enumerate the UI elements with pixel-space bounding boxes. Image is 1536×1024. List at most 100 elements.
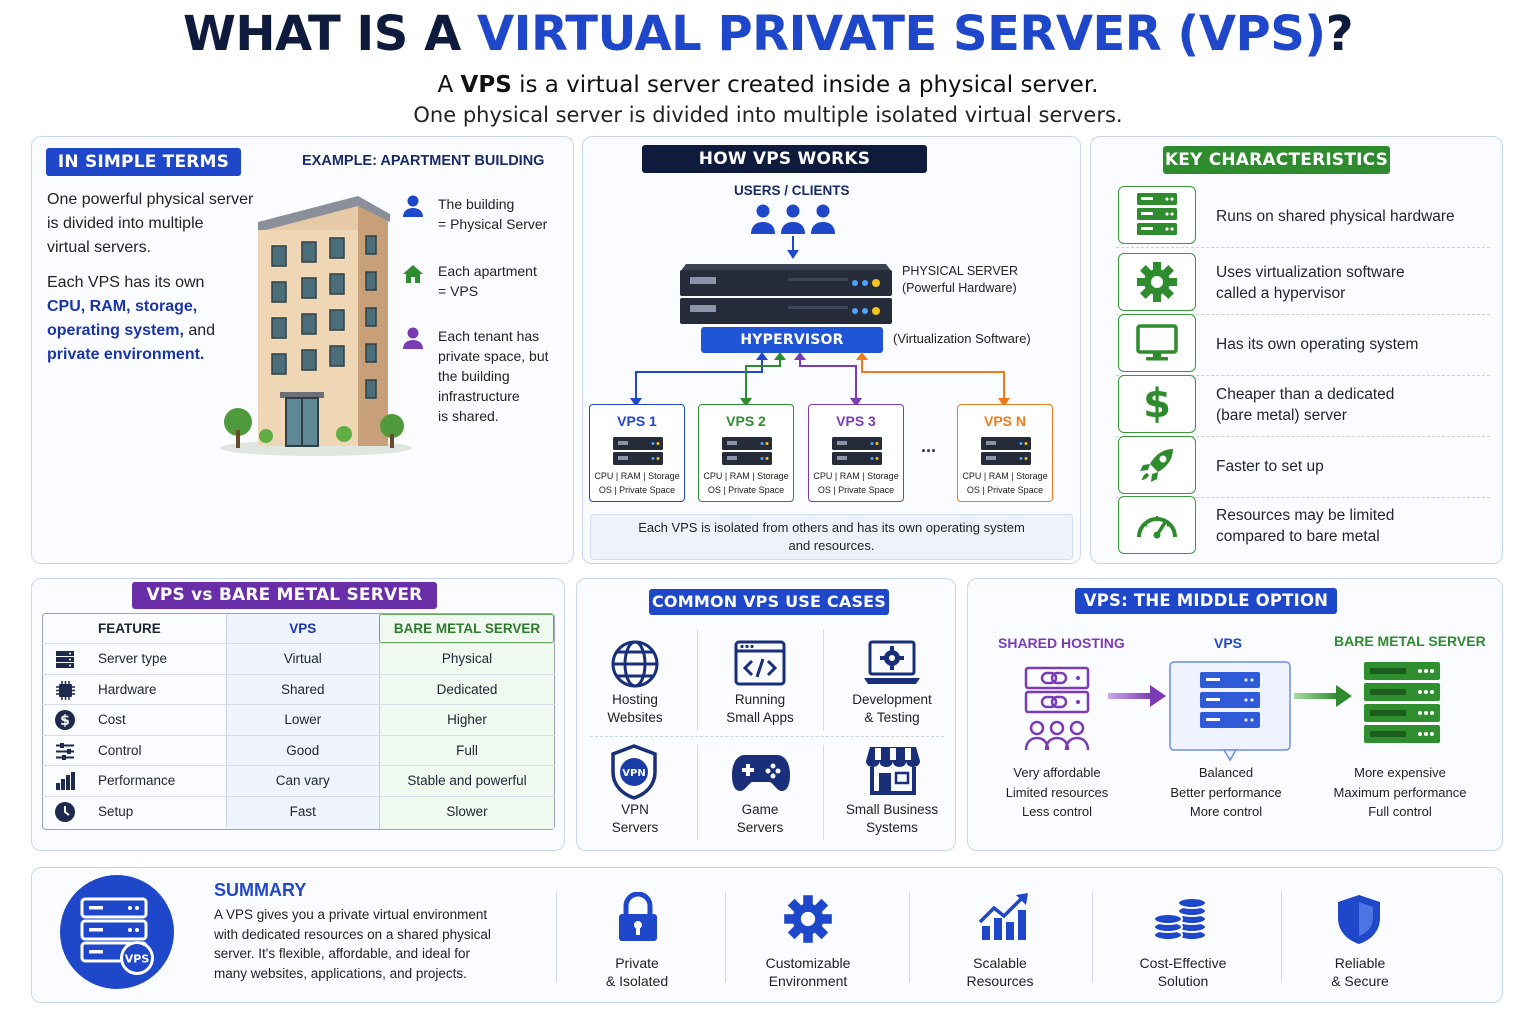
bare-metal-desc: More expensive Maximum performance Full …	[1333, 765, 1467, 819]
hypervisor-bar: HYPERVISOR	[701, 327, 883, 353]
example-label: EXAMPLE: APARTMENT BUILDING	[302, 153, 545, 169]
summary-customizable: Customizable Environment	[765, 955, 851, 989]
rocket-icon	[1118, 436, 1196, 494]
summary-divider	[556, 892, 557, 982]
mini-server-icon	[722, 437, 772, 465]
growth-chart-icon	[978, 893, 1028, 940]
bare-metal-title: BARE METAL SERVER	[1334, 633, 1486, 649]
key-item-label: Faster to set up	[1216, 457, 1324, 475]
shield-icon	[1338, 895, 1380, 944]
users-to-server-arrow	[787, 236, 799, 259]
bar-chart-icon	[56, 772, 75, 790]
uc-divider	[697, 630, 698, 730]
vps-box-3: VPS 3 CPU | RAM | Storage OS | Private S…	[808, 404, 904, 502]
header-vps: VPS	[225, 613, 379, 644]
summary-scalable: Scalable Resources	[966, 955, 1034, 989]
shared-hosting-title: SHARED HOSTING	[998, 635, 1125, 651]
shared-hosting-icon	[1024, 666, 1090, 751]
vps-spec: CPU | RAM | Storage OS | Private Space	[962, 471, 1048, 495]
vpn-shield-icon: VPN	[611, 744, 657, 800]
server-icon	[56, 651, 74, 668]
table-row: Server type Virtual Physical	[42, 643, 555, 675]
vps-spec: CPU | RAM | Storage OS | Private Space	[703, 471, 789, 495]
use-case-dev-testing: Development & Testing	[852, 692, 932, 725]
key-item-hypervisor: Uses virtualization software called a hy…	[1116, 253, 1490, 315]
storefront-icon	[866, 747, 920, 795]
key-item-limited: Resources may be limited compared to bar…	[1116, 496, 1490, 558]
feature-cell: $ Cost	[42, 704, 226, 736]
feature-label: Setup	[98, 804, 134, 819]
bare-metal-icon	[1364, 662, 1440, 743]
code-window-icon	[734, 640, 786, 686]
bare-cell: Dedicated	[379, 674, 555, 705]
feature-cell: Performance	[42, 765, 226, 797]
tenant-icon	[403, 327, 423, 349]
bare-cell: Slower	[446, 804, 488, 819]
vps-logo-text: VPS	[125, 953, 150, 966]
vps-desc: Balanced Better performance More control	[1170, 765, 1282, 819]
uc-divider	[697, 745, 698, 840]
key-item-label: Uses virtualization software called a hy…	[1216, 264, 1405, 302]
hypervisor-note: (Virtualization Software)	[893, 331, 1031, 346]
table-row: Hardware Shared Dedicated	[42, 674, 555, 705]
summary-text: A VPS gives you a private virtual enviro…	[214, 907, 491, 981]
feature-label: Server type	[98, 651, 168, 667]
gear-icon	[1118, 253, 1196, 311]
key-item-label: Has its own operating system	[1216, 335, 1419, 353]
uc-divider	[823, 630, 824, 730]
key-item-shared-hardware: Runs on shared physical hardware	[1116, 186, 1490, 248]
mini-server-icon	[613, 437, 663, 465]
coins-icon	[1153, 897, 1207, 941]
gauge-icon	[1118, 496, 1196, 554]
isolation-note: Each VPS is isolated from others and has…	[590, 514, 1073, 560]
use-case-game: Game Servers	[736, 802, 784, 835]
bullet-building: The building = Physical Server	[438, 196, 548, 232]
feature-label: Cost	[98, 712, 126, 728]
key-item-setup: Faster to set up	[1116, 436, 1490, 498]
uc-divider	[823, 745, 824, 840]
gamepad-icon	[732, 755, 790, 791]
feature-cell: Hardware	[42, 674, 226, 705]
vps-box-1: VPS 1 CPU | RAM | Storage OS | Private S…	[589, 404, 685, 502]
use-case-small-apps: Running Small Apps	[726, 692, 794, 725]
physical-server-label: PHYSICAL SERVER (Powerful Hardware)	[902, 264, 1019, 295]
arrow-purple-icon	[1108, 685, 1166, 707]
table-header-row: FEATURE VPS BARE METAL SERVER	[42, 613, 555, 644]
subtitle-line-1: A VPS is a virtual server created inside…	[437, 72, 1099, 98]
key-characteristics-badge: KEY CHARACTERISTICS	[1163, 146, 1390, 174]
dollar-icon: $	[55, 710, 75, 730]
monitor-icon	[1118, 314, 1196, 372]
summary-reliable: Reliable & Secure	[1331, 955, 1389, 989]
vps-server-icon	[1169, 661, 1291, 762]
users-icon	[751, 204, 835, 234]
clock-icon	[55, 801, 75, 822]
person-icon	[403, 195, 423, 217]
vps-cell: Lower	[225, 704, 379, 736]
gear-icon	[784, 895, 832, 943]
simple-terms-badge: IN SIMPLE TERMS	[46, 148, 241, 176]
mini-server-icon	[981, 437, 1031, 465]
use-cases-badge: COMMON VPS USE CASES	[649, 589, 889, 615]
vps-cell: Fast	[225, 796, 379, 827]
vps-name: VPS N	[983, 413, 1026, 429]
middle-option-badge: VPS: THE MIDDLE OPTION	[1075, 588, 1337, 614]
key-item-label: Resources may be limited compared to bar…	[1216, 507, 1395, 545]
vps-cell: Good	[225, 735, 379, 766]
vps-name: VPS 3	[836, 413, 876, 429]
feature-label: Control	[98, 742, 142, 758]
header-bare: BARE METAL SERVER	[379, 613, 555, 644]
physical-server-icon	[680, 264, 892, 324]
summary-cost-effective: Cost-Effective Solution	[1139, 955, 1227, 989]
vps-cell: Virtual	[225, 643, 379, 675]
bare-cell: Physical	[379, 643, 555, 675]
summary-title: SUMMARY	[214, 880, 307, 900]
feature-cell: Setup	[42, 796, 226, 827]
use-case-vpn: VPN Servers	[611, 802, 659, 835]
summary-private: Private & Isolated	[605, 955, 669, 989]
feature-cell: Server type	[42, 643, 226, 675]
shared-hosting-desc: Very affordable Limited resources Less c…	[1005, 765, 1109, 819]
vps-ellipsis: ...	[921, 436, 937, 456]
globe-icon	[611, 640, 659, 688]
summary-divider	[1092, 892, 1093, 982]
